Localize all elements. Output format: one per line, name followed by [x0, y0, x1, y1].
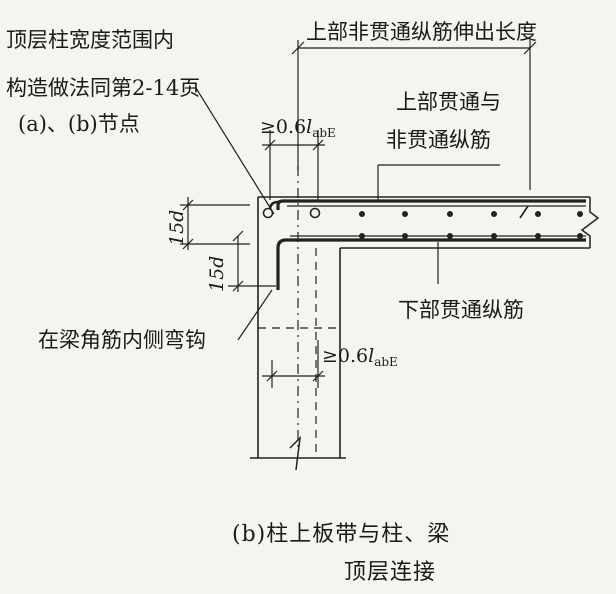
column-corner-bar-right: [309, 207, 321, 219]
label-column-width-2: 构造做法同第2-14页: [6, 76, 201, 100]
label-top-noncontinuous: 上部非贯通纵筋伸出长度: [306, 20, 537, 44]
caption-line1: (b)柱上板带与柱、梁: [232, 522, 451, 547]
label-top-continuous-2: 非贯通纵筋: [386, 128, 491, 152]
slab-break-mark: [580, 197, 600, 248]
leader-column-width: [185, 87, 275, 215]
column-corner-bar-left: [262, 207, 274, 219]
label-15d-bottom: 15d: [206, 255, 228, 292]
bottom-rebar: [276, 238, 586, 290]
label-anchor-top: ≥0.6labE: [260, 116, 336, 140]
caption-line2: 顶层连接: [344, 560, 437, 585]
label-top-continuous-1: 上部贯通与: [396, 90, 501, 114]
label-column-width-3: (a)、(b)节点: [18, 112, 140, 136]
leader-hook: [237, 289, 273, 341]
label-15d-top: 15d: [166, 209, 188, 246]
top-rebar: [276, 199, 586, 210]
label-column-width-1: 顶层柱宽度范围内: [6, 28, 174, 52]
label-bottom-continuous: 下部贯通纵筋: [398, 298, 524, 322]
column-break-mark: [289, 435, 302, 471]
label-anchor-bottom: ≥0.6labE: [322, 345, 398, 369]
label-beam-corner-hook: 在梁角筋内侧弯钩: [38, 328, 206, 352]
